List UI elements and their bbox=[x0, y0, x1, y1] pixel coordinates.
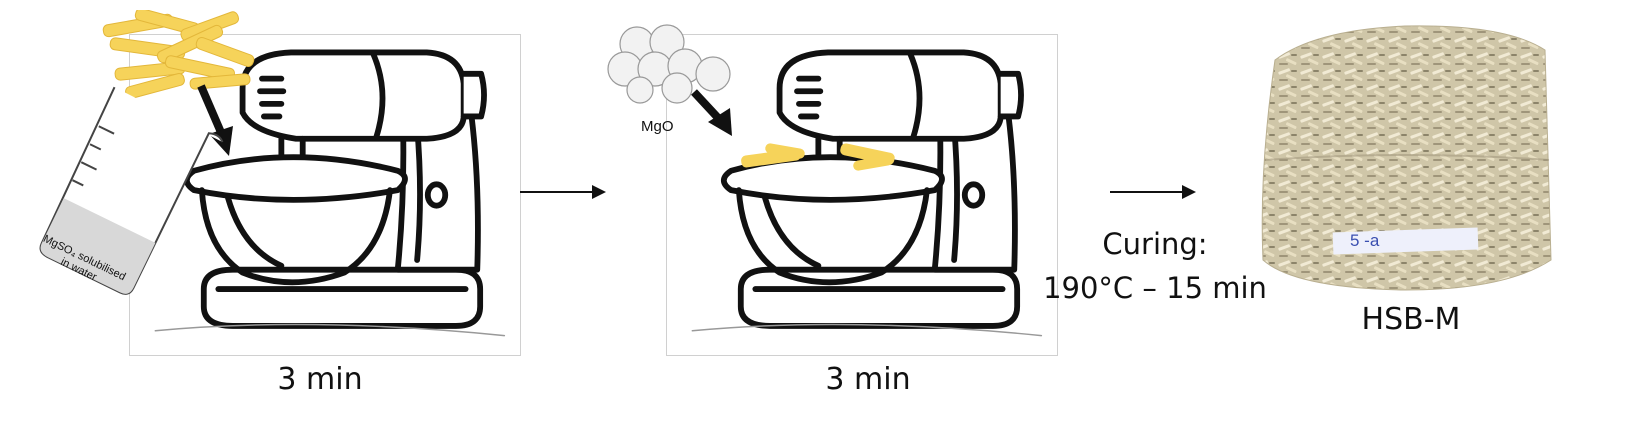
mgo-particles-icon bbox=[607, 24, 731, 104]
hemp-shives-icon bbox=[102, 10, 255, 99]
step2-frame bbox=[666, 34, 1058, 356]
product-label: HSB-M bbox=[1361, 302, 1461, 337]
sample-tag: 5 -a bbox=[1350, 231, 1380, 250]
step2-caption: 3 min bbox=[825, 362, 911, 397]
curing-conditions: Curing: 190°C – 15 min bbox=[1030, 222, 1280, 310]
hemp-in-bowl-icon bbox=[741, 143, 895, 171]
hemp-shiv-board-photo bbox=[1261, 25, 1552, 291]
down-arrow-icon bbox=[691, 89, 732, 136]
process-arrow-1 bbox=[520, 185, 606, 199]
step1-caption: 3 min bbox=[277, 362, 363, 397]
mgo-label: MgO bbox=[641, 118, 674, 135]
process-arrow-2 bbox=[1110, 185, 1196, 199]
beaker-icon bbox=[39, 86, 224, 295]
curing-title: Curing: bbox=[1102, 227, 1208, 261]
curing-temperature-time: 190°C – 15 min bbox=[1043, 271, 1267, 305]
